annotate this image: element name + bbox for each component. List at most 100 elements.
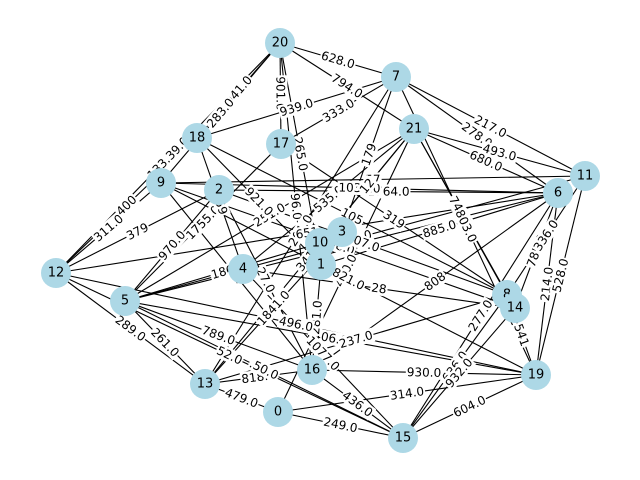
edge-label-background — [253, 286, 294, 330]
edge-label-20-17: 901.0 — [273, 76, 287, 110]
edge-label-7-17: 333.0 — [320, 96, 357, 125]
edge-label-group-3-7: 179 — [358, 140, 380, 169]
edge-label-background — [337, 204, 367, 229]
edge-label-background — [154, 227, 190, 264]
edge-label-background — [327, 70, 367, 102]
node-label-19: 19 — [528, 368, 545, 383]
edge-label-background — [203, 94, 238, 132]
edge-label-background — [287, 191, 305, 222]
node-label-4: 4 — [239, 262, 247, 277]
edge-label-3-7: 179 — [359, 141, 380, 167]
edge-label-background — [510, 320, 533, 350]
edge-label-background — [356, 174, 378, 198]
node-label-12: 12 — [48, 266, 65, 281]
node-7 — [381, 62, 411, 92]
edge-label-16-19: 930.0 — [407, 365, 442, 380]
edge-label-20-7: 628.0 — [320, 48, 357, 71]
edge-label-20-16: 96.0 — [288, 193, 305, 221]
edge-label-6-19: 214.0 — [538, 266, 556, 302]
edge-label-background — [358, 140, 380, 169]
edge-label-group-0-19: 314.0 — [388, 383, 426, 404]
node-15 — [388, 423, 418, 453]
edge-label-background — [147, 324, 183, 361]
edge-label-group-19-8: 541 — [510, 320, 533, 350]
edge-label-13-0: 479.0 — [223, 385, 260, 410]
edge-label-background — [222, 384, 261, 412]
edge-label-background — [466, 147, 506, 175]
node-label-7: 7 — [392, 70, 400, 85]
edge-label-group-4-14: 28 — [369, 280, 389, 297]
edge-label-background — [451, 206, 481, 246]
edge-label-background — [329, 264, 368, 294]
node-label-1: 1 — [317, 258, 325, 273]
edge-label-background — [319, 95, 358, 126]
edge-label-background — [549, 256, 572, 295]
edge-label-background — [252, 264, 279, 296]
edge-label-15-6: 277.0 — [465, 297, 495, 334]
edge-label-background — [90, 210, 127, 246]
node-label-20: 20 — [272, 36, 289, 51]
edge-label-6-1: 885.0 — [421, 217, 458, 240]
node-20 — [265, 28, 295, 58]
node-label-5: 5 — [121, 294, 129, 309]
node-12 — [41, 258, 71, 288]
edge-label-0-19: 314.0 — [389, 384, 425, 403]
edge-label-background — [471, 111, 510, 142]
node-label-14: 14 — [507, 301, 524, 316]
node-label-2: 2 — [215, 183, 223, 198]
edge-label-group-12-13: 289.0 — [111, 312, 150, 345]
edge-label-group-11-19: 528.0 — [549, 256, 572, 295]
edge-label-19-8: 541 — [511, 322, 532, 348]
edge-label-background — [420, 268, 450, 295]
edge-label-background — [405, 365, 443, 380]
edge-label-background — [111, 312, 150, 345]
node-4 — [228, 254, 258, 284]
edge-label-background — [241, 183, 277, 220]
edge-label-background — [276, 313, 316, 335]
node-13 — [190, 369, 220, 399]
edge-label-background — [123, 219, 152, 244]
edge-label-group-15-19: 604.0 — [450, 392, 489, 421]
edge-label-group-19-12: 496.0 — [276, 313, 316, 335]
edge-label-background — [338, 387, 377, 421]
edge-label-background — [464, 296, 497, 335]
node-label-10: 10 — [312, 236, 329, 251]
node-19 — [521, 360, 551, 390]
node-2 — [204, 175, 234, 205]
node-10 — [305, 228, 335, 258]
edge-label-group-13-0: 479.0 — [222, 384, 261, 412]
edge-label-group-0-15: 249.0 — [321, 414, 360, 436]
edge-label-background — [213, 343, 246, 368]
edge-label-background — [480, 140, 519, 165]
edge-label-group-20-9: 283.0 — [203, 94, 238, 132]
edge-label-20-9: 283.0 — [204, 95, 237, 130]
node-0 — [263, 397, 293, 427]
node-label-13: 13 — [197, 377, 214, 392]
edge-label-12-13: 289.0 — [113, 313, 149, 345]
edge-label-background — [318, 48, 358, 72]
edge-label-group-16-19: 930.0 — [405, 365, 443, 380]
edge-label-background — [369, 280, 389, 297]
node-17 — [266, 129, 296, 159]
node-14 — [500, 293, 530, 323]
edge-label-background — [246, 356, 282, 383]
edge-label-background — [420, 217, 459, 241]
node-label-16: 16 — [304, 363, 321, 378]
edge-label-background — [530, 216, 562, 255]
edge-label-15-19: 604.0 — [451, 393, 488, 420]
node-label-6: 6 — [554, 186, 562, 201]
edge-label-background — [441, 354, 477, 392]
node-label-17: 17 — [273, 137, 290, 152]
edge-label-group-12-2: 379 — [123, 219, 152, 244]
node-18 — [182, 123, 212, 153]
node-1 — [306, 250, 336, 280]
edge-label-19-12: 496.0 — [278, 314, 315, 335]
edge-label-group-6-1: 885.0 — [420, 217, 459, 241]
edge-label-background — [379, 206, 409, 233]
node-label-9: 9 — [157, 176, 165, 191]
edge-label-group-13-8: 237.0 — [336, 327, 376, 352]
node-label-8: 8 — [503, 288, 511, 303]
edge-label-background — [388, 383, 426, 404]
node-5 — [110, 286, 140, 316]
